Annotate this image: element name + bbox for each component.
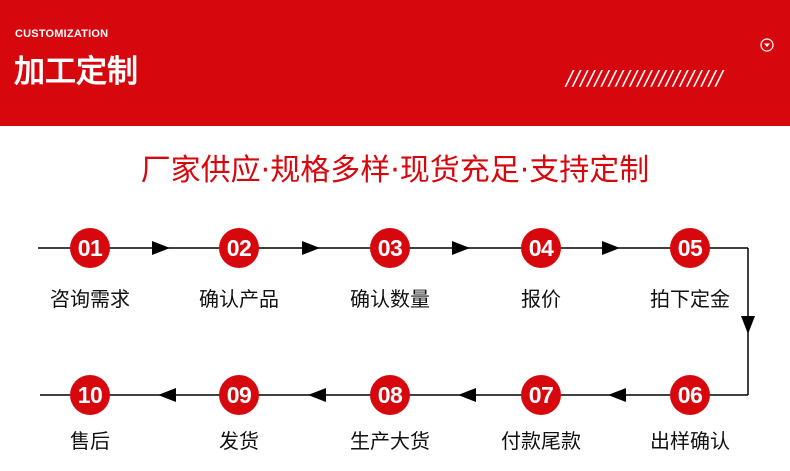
- step-01-badge: 01: [70, 228, 110, 268]
- step-09-badge: 09: [219, 375, 259, 415]
- arrow-right-icon: [452, 241, 470, 255]
- header-subtitle: CUSTOMIZATION: [15, 28, 109, 40]
- arrow-right-icon: [302, 241, 320, 255]
- step-10-badge: 10: [70, 375, 110, 415]
- arrow-down-icon: [741, 316, 755, 334]
- header-banner: CUSTOMIZATION 加工定制 /////////////////////…: [0, 0, 790, 126]
- arrow-left-icon: [158, 388, 176, 402]
- step-09-label: 发货: [219, 429, 259, 453]
- step-06-label: 出样确认: [650, 429, 730, 453]
- arrow-right-icon: [152, 241, 170, 255]
- step-03-label: 确认数量: [350, 287, 430, 311]
- step-04-label: 报价: [521, 287, 561, 311]
- arrow-left-icon: [458, 388, 476, 402]
- step-02-badge: 02: [219, 228, 259, 268]
- arrow-left-icon: [308, 388, 326, 402]
- step-07-badge: 07: [521, 375, 561, 415]
- step-02-label: 确认产品: [199, 287, 279, 311]
- step-01-label: 咨询需求: [50, 287, 130, 311]
- step-03-badge: 03: [370, 228, 410, 268]
- arrow-right-icon: [602, 241, 620, 255]
- header-decoration: //////////////////////: [566, 66, 724, 90]
- step-07-label: 付款尾款: [501, 429, 581, 453]
- headline: 厂家供应·规格多样·现货充足·支持定制: [140, 153, 650, 188]
- chevron-circle-down-icon: [760, 38, 774, 52]
- step-04-badge: 04: [521, 228, 561, 268]
- step-05-label: 拍下定金: [650, 287, 730, 311]
- step-08-badge: 08: [370, 375, 410, 415]
- header-title: 加工定制: [14, 54, 138, 90]
- step-10-label: 售后: [70, 429, 110, 453]
- step-08-label: 生产大货: [350, 429, 430, 453]
- step-06-badge: 06: [670, 375, 710, 415]
- step-05-badge: 05: [670, 228, 710, 268]
- arrow-left-icon: [608, 388, 626, 402]
